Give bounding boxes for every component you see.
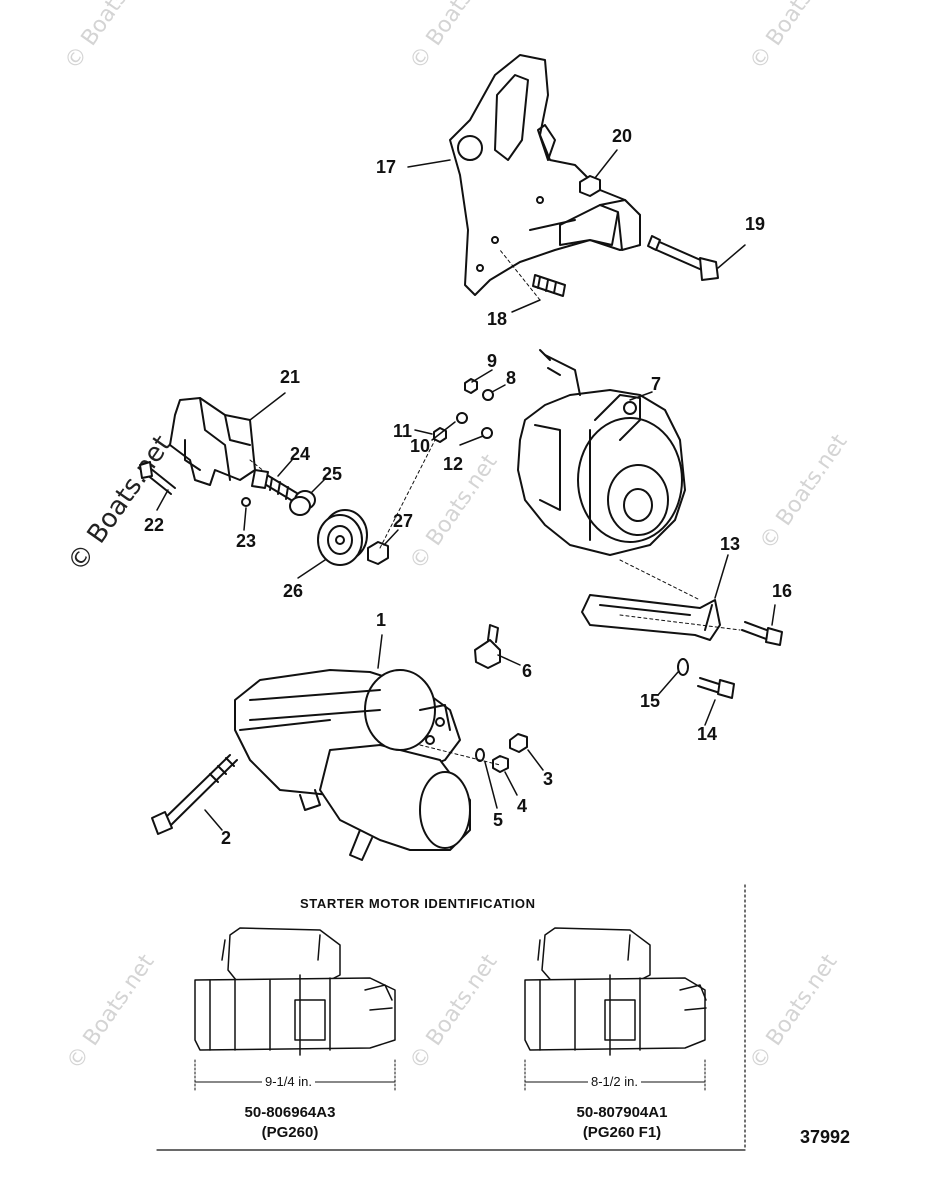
left-length: 9-1/4 in.	[262, 1074, 315, 1089]
callout-11: 11	[393, 421, 413, 441]
bolt-24	[251, 469, 301, 504]
adjusting-bracket-13	[581, 594, 721, 641]
callout-18: 18	[487, 309, 508, 329]
washer-23	[241, 497, 251, 507]
alternator-7	[517, 349, 686, 556]
pulley-26	[317, 509, 368, 566]
callout-22: 22	[144, 515, 165, 535]
callout-6: 6	[522, 661, 533, 681]
bracket-21	[169, 397, 256, 486]
right-model: (PG260 F1)	[582, 1124, 662, 1141]
callout-12: 12	[443, 454, 464, 474]
nut-9	[464, 378, 478, 394]
stud-18	[532, 274, 566, 297]
starter-left-illustration	[194, 927, 396, 1056]
callout-13: 13	[720, 534, 741, 554]
right-length: 8-1/2 in.	[588, 1074, 641, 1089]
callout-5: 5	[493, 810, 504, 830]
left-part-number: 50-806964A3	[244, 1104, 336, 1121]
spacer-25	[289, 490, 316, 516]
callout-9: 9	[487, 351, 498, 371]
starter-motor-1	[234, 669, 471, 861]
right-part-number: 50-807904A1	[576, 1104, 668, 1121]
nut-3	[509, 733, 528, 753]
bolt-22	[139, 461, 176, 495]
callout-16: 16	[772, 581, 793, 601]
mounting-bracket-17	[449, 54, 641, 296]
bolt-19	[647, 235, 719, 281]
callout-2: 2	[221, 828, 232, 848]
bolt-14	[697, 677, 735, 699]
washer-10	[456, 412, 468, 424]
identification-box	[156, 884, 746, 1151]
left-model: (PG260)	[261, 1124, 319, 1141]
callout-19: 19	[745, 214, 766, 234]
callout-10: 10	[410, 436, 431, 456]
washer-5	[475, 748, 485, 762]
callout-4: 4	[517, 796, 528, 816]
nut-20	[579, 175, 601, 197]
identification-title: STARTER MOTOR IDENTIFICATION	[300, 896, 536, 911]
callout-26: 26	[283, 581, 304, 601]
callout-25: 25	[322, 464, 343, 484]
nut-27	[367, 541, 389, 565]
bolt-2	[151, 754, 238, 835]
callout-17: 17	[376, 157, 397, 177]
callout-7: 7	[651, 374, 662, 394]
washer-12	[481, 427, 493, 439]
alignment-lines	[249, 249, 741, 766]
washer-8	[482, 389, 494, 401]
solenoid-boot-6	[474, 624, 501, 669]
callout-21: 21	[280, 367, 301, 387]
callout-27: 27	[393, 511, 414, 531]
washer-15	[677, 658, 689, 676]
callout-14: 14	[697, 724, 718, 744]
callout-15: 15	[640, 691, 661, 711]
nut-4	[492, 755, 509, 773]
callout-23: 23	[236, 531, 257, 551]
leader-lines	[156, 149, 776, 831]
starter-right-illustration	[524, 927, 707, 1056]
callout-24: 24	[290, 444, 311, 464]
callout-8: 8	[506, 368, 517, 388]
callout-20: 20	[612, 126, 633, 146]
callout-1: 1	[376, 610, 387, 630]
bolt-16	[741, 621, 783, 646]
callout-3: 3	[543, 769, 554, 789]
figure-number: 37992	[800, 1127, 851, 1147]
